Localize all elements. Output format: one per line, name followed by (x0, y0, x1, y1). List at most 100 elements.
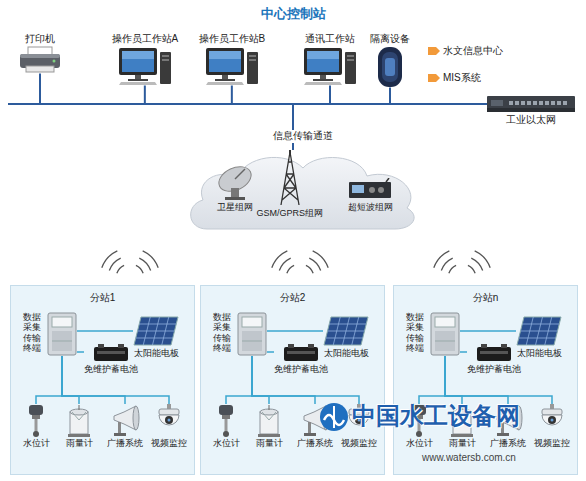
connector (293, 104, 487, 150)
connector (62, 356, 169, 404)
watermark-logo (320, 403, 348, 431)
connector (252, 356, 315, 404)
video-camera: 视频监控 (534, 404, 570, 449)
connector (267, 330, 323, 332)
node-label: 水位计 (23, 438, 50, 449)
video-camera-icon (537, 404, 567, 438)
connector (36, 356, 62, 404)
panel-fill (393, 285, 578, 475)
connector (445, 356, 508, 404)
node-label: 水位计 (213, 438, 240, 449)
connector (145, 86, 487, 105)
satellite-network: 卫星组网 (215, 164, 255, 213)
node-label: 操作员工作站A (112, 33, 179, 46)
wireless-arcs (102, 251, 490, 273)
substation-panel: 分站n数据采集传输终端太阳能电板免维护蓄电池水位计雨量计广播系统视频监控 (393, 285, 578, 475)
rtu-terminal: 数据采集传输终端 (23, 312, 77, 356)
panel-fill (10, 285, 195, 475)
watermark-logo (333, 406, 335, 428)
rtu-terminal: 数据采集传输终端 (213, 312, 267, 356)
wireless-arc (279, 258, 290, 270)
node-label: 操作员工作站B (199, 33, 266, 46)
connector (460, 330, 516, 332)
connector (460, 351, 467, 353)
solar-panel-icon (133, 316, 179, 346)
node-label: 雨量计 (256, 438, 283, 449)
node-label: 广播系统 (490, 438, 526, 449)
wireless-arc (102, 251, 118, 268)
workstation-icon (302, 46, 358, 86)
node-label: 太阳能电板 (134, 348, 179, 359)
solar-panel-icon (323, 316, 369, 346)
node-label: 广播系统 (107, 438, 143, 449)
node-label: GSM/GPRS组网 (257, 208, 324, 219)
wireless-arc (272, 251, 288, 268)
solar-panel: 太阳能电板 (516, 316, 562, 359)
orange-arrow (428, 47, 440, 55)
watermark-text: 中国水工设备网 (352, 404, 520, 428)
node-label: 数据采集传输终端 (23, 312, 41, 353)
connector (77, 351, 84, 353)
watermark-url: www.watersb.com.cn (422, 452, 516, 465)
node-label: 卫星组网 (217, 202, 253, 213)
wireless-arc (143, 251, 159, 268)
workstation: 操作员工作站A (112, 33, 179, 86)
wireless-arc (109, 258, 120, 270)
connector (252, 356, 269, 404)
node-label: 分站1 (90, 292, 116, 305)
wireless-arc (309, 258, 320, 270)
water-level-gauge: 水位计 (23, 404, 50, 449)
solar-panel: 太阳能电板 (323, 316, 369, 359)
output-label: MIS系统 (443, 72, 481, 85)
node-label: 信息传输通道 (270, 130, 336, 143)
panel-fill (200, 285, 385, 475)
water-level-gauge-icon (213, 404, 239, 438)
node-label: 雨量计 (449, 438, 476, 449)
rtu-terminal: 数据采集传输终端 (406, 312, 460, 356)
connector (62, 356, 125, 404)
printer-icon (18, 46, 62, 74)
broadcast-speaker-icon (110, 404, 140, 438)
workstation-icon (117, 46, 173, 86)
node-label: 打印机 (25, 33, 55, 46)
node-label: 视频监控 (341, 438, 377, 449)
battery: 免维护蓄电池 (467, 344, 521, 375)
wireless-arc (313, 251, 329, 268)
wireless-arc (449, 265, 456, 273)
node-label: 视频监控 (534, 438, 570, 449)
connector (40, 74, 487, 105)
wireless-arc (475, 251, 491, 268)
wireless-arc (136, 265, 143, 273)
rain-gauge-icon (255, 404, 283, 438)
connector (62, 356, 79, 404)
substation-panel: 分站2数据采集传输终端太阳能电板免维护蓄电池水位计雨量计广播系统视频监控 (200, 285, 385, 475)
broadcast-speaker: 广播系统 (107, 404, 143, 449)
connector (226, 356, 252, 404)
wireless-arc (441, 258, 452, 270)
radio-network: 超短波组网 (348, 178, 393, 213)
solar-panel-icon (516, 316, 562, 346)
node-label: 工业以太网 (506, 114, 556, 127)
node-label: 视频监控 (151, 438, 187, 449)
orange-arrow (428, 74, 440, 82)
printer: 打印机 (18, 33, 62, 74)
connector (445, 356, 552, 404)
wireless-arc (471, 258, 482, 270)
node-label: 数据采集传输终端 (406, 312, 424, 353)
workstation: 通讯工作站 (302, 33, 358, 86)
connector (445, 356, 462, 404)
gsm-tower-icon (278, 150, 302, 206)
node-label: 免维护蓄电池 (274, 364, 328, 375)
rain-gauge: 雨量计 (65, 404, 93, 449)
connector (232, 86, 487, 105)
connector (252, 356, 359, 404)
battery-icon (283, 344, 319, 362)
node-label: 超短波组网 (348, 202, 393, 213)
rain-gauge-icon (65, 404, 93, 438)
water-level-gauge: 水位计 (213, 404, 240, 449)
workstation-icon (204, 46, 260, 86)
node-label: 分站n (473, 292, 499, 305)
node-label: 雨量计 (66, 438, 93, 449)
connector (390, 88, 487, 105)
wireless-arc (139, 258, 150, 270)
